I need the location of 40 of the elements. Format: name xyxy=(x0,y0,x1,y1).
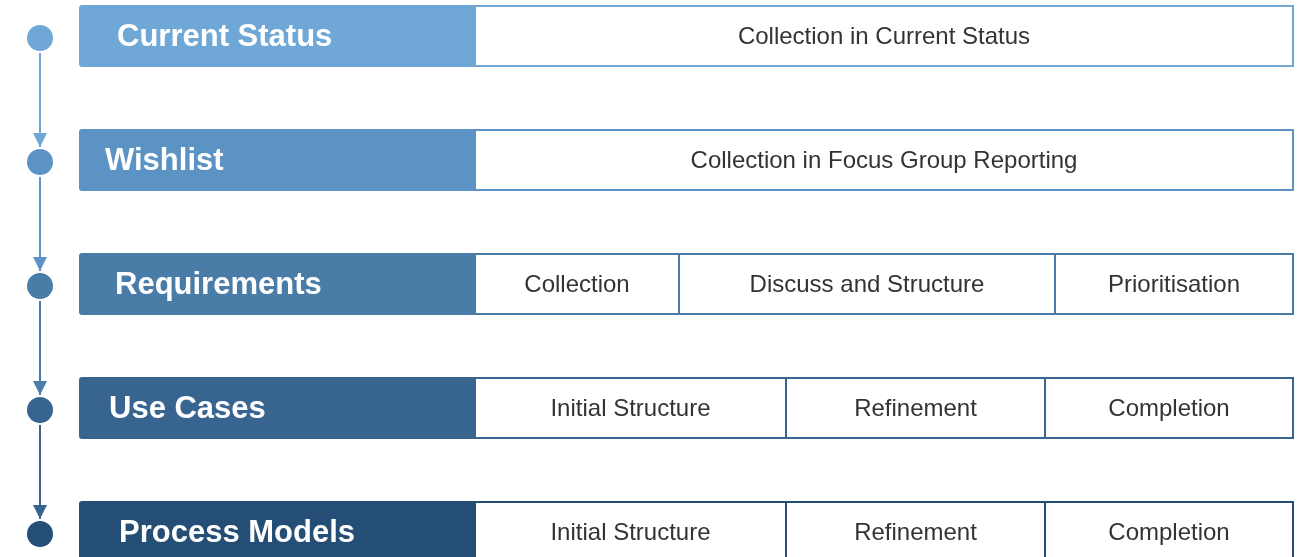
stage-title: Requirements xyxy=(115,266,322,302)
step-circle xyxy=(27,397,53,423)
step-cell xyxy=(474,129,1294,191)
stage-title: Wishlist xyxy=(105,142,224,178)
stage-header-box xyxy=(79,501,474,557)
step-cell xyxy=(474,253,680,315)
step-label: Discuss and Structure xyxy=(749,270,985,298)
stage-title: Current Status xyxy=(117,18,333,54)
step-cell xyxy=(1044,501,1294,557)
step-circle xyxy=(27,25,53,51)
stage-header-box xyxy=(79,377,474,439)
arrow xyxy=(33,300,47,396)
arrow xyxy=(33,424,47,520)
step-label: Completion xyxy=(1108,518,1230,546)
step-label: Refinement xyxy=(854,518,977,546)
stage-header-box xyxy=(79,253,474,315)
step-label: Collection xyxy=(524,270,630,298)
step-circle xyxy=(27,521,53,547)
step-cell xyxy=(474,377,787,439)
step-cell xyxy=(474,5,1294,67)
step-cell xyxy=(1044,377,1294,439)
step-circle xyxy=(27,149,53,175)
step-label: Prioritisation xyxy=(1107,270,1240,298)
step-label: Collection in Focus Group Reporting xyxy=(690,146,1078,174)
step-cell xyxy=(785,377,1046,439)
arrow xyxy=(33,52,47,148)
step-cell xyxy=(1054,253,1294,315)
step-label: Refinement xyxy=(854,394,977,422)
arrow xyxy=(33,176,47,272)
step-label: Completion xyxy=(1108,394,1230,422)
step-label: Initial Structure xyxy=(550,394,711,422)
stage-header-box xyxy=(79,5,474,67)
step-label: Initial Structure xyxy=(550,518,711,546)
stage-title: Process Models xyxy=(119,514,356,550)
step-circle xyxy=(27,273,53,299)
stage-header-box xyxy=(79,129,474,191)
step-cell xyxy=(678,253,1056,315)
step-label: Collection in Current Status xyxy=(737,22,1031,50)
stage-title: Use Cases xyxy=(109,390,266,426)
step-cell xyxy=(474,501,787,557)
